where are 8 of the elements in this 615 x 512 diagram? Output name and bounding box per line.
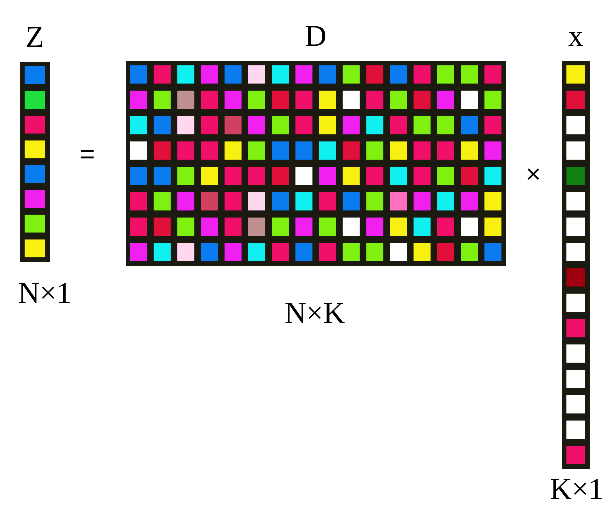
dimension-label: K×1 [549, 474, 605, 506]
dimension-label: N×K [284, 298, 346, 330]
matrix-symbol: D [304, 21, 328, 53]
matrix-symbol: Z [24, 22, 46, 54]
matrix-symbol: x [568, 21, 584, 53]
dimension-label: N×1 [17, 278, 73, 310]
operator-symbol: = [80, 140, 96, 168]
operator-symbol: × [526, 160, 542, 188]
